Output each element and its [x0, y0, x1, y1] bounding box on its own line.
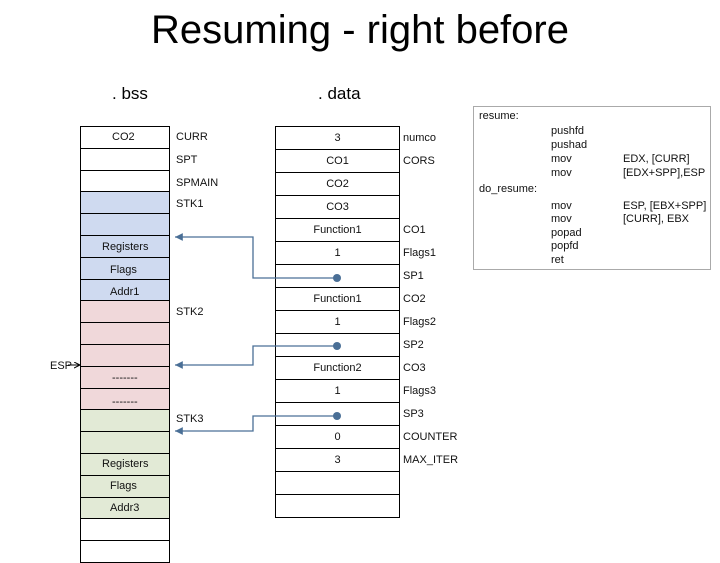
bss-header: . bss [112, 84, 148, 103]
asm-operand: [CURR], EBX [623, 213, 690, 225]
resume-label: resume: [479, 110, 519, 122]
slide-title: Resuming - right before [151, 8, 569, 52]
data-cell-value: 1 [334, 316, 341, 328]
sp1-pointer-arrow [175, 233, 337, 279]
data-right-label: COUNTER [403, 431, 458, 443]
data-cell-value: CO2 [326, 178, 349, 190]
resume-code-box [473, 106, 711, 270]
label-spmain: SPMAIN [176, 177, 219, 189]
data-cell-empty [275, 494, 400, 518]
data-cell: 1 [275, 379, 400, 403]
stack-cell [80, 540, 170, 563]
pointer-arrows [68, 233, 341, 435]
data-cell-value: 0 [334, 431, 341, 443]
asm-op: popad [551, 227, 582, 239]
data-cell: 3 [275, 126, 400, 150]
data-right-label: CO3 [403, 362, 426, 374]
data-right-label: SP2 [403, 339, 424, 351]
data-cell-value: CO1 [326, 155, 349, 167]
data-right-label: CORS [403, 155, 435, 167]
label-flags-bottom: Flags [110, 480, 137, 492]
sp3-pointer-arrow [175, 415, 337, 435]
data-cell-value: 1 [334, 385, 341, 397]
data-right-label: Flags1 [403, 247, 437, 259]
label-stk3: STK3 [176, 413, 204, 425]
label-addr3: Addr3 [110, 502, 140, 514]
asm-operand: [EDX+SPP],ESP [623, 167, 706, 179]
asm-operand: EDX, [CURR] [623, 153, 690, 165]
data-cell: CO2 [275, 172, 400, 196]
label-esp: ESP [50, 360, 73, 372]
data-cell-value: 3 [334, 454, 341, 466]
asm-op: mov [551, 213, 572, 225]
data-header: . data [318, 84, 361, 103]
sp2-pointer-arrow [175, 345, 337, 369]
data-right-label: Flags3 [403, 385, 437, 397]
label-co2: CO2 [112, 131, 135, 143]
asm-op: pushfd [551, 125, 585, 137]
asm-op: mov [551, 153, 572, 165]
data-cell-value: 3 [334, 132, 341, 144]
data-cell: 1 [275, 241, 400, 265]
label-stk2: STK2 [176, 306, 204, 318]
label-registers-top: Registers [102, 241, 149, 253]
label-registers-bottom: Registers [102, 458, 149, 470]
sp3-pointer-dot [333, 412, 341, 420]
data-right-label: SP3 [403, 408, 424, 420]
label-dashes-1: ------- [112, 372, 138, 384]
label-curr: CURR [176, 131, 208, 143]
data-right-label: SP1 [403, 270, 424, 282]
data-right-label: Flags2 [403, 316, 437, 328]
do-resume-label: do_resume: [479, 183, 538, 195]
asm-op: mov [551, 200, 572, 212]
label-flags-top: Flags [110, 264, 137, 276]
label-addr1: Addr1 [110, 286, 140, 298]
data-right-label: CO1 [403, 224, 426, 236]
data-cell-value: Function2 [313, 362, 362, 374]
data-right-label: MAX_ITER [403, 454, 459, 466]
asm-operand: ESP, [EBX+SPP] [623, 200, 707, 212]
label-stk1: STK1 [176, 198, 204, 210]
sp2-pointer-dot [333, 342, 341, 350]
asm-op: pushad [551, 139, 588, 151]
sp1-pointer-dot [333, 274, 341, 282]
asm-op: mov [551, 167, 572, 179]
label-dashes-2: ------- [112, 396, 138, 408]
data-cell-value: CO3 [326, 201, 349, 213]
data-cell-value: 1 [334, 247, 341, 259]
data-cell: CO1 [275, 149, 400, 173]
data-right-label: CO2 [403, 293, 426, 305]
data-right-label: numco [403, 132, 437, 144]
data-cell-value: Function1 [313, 293, 362, 305]
asm-op: popfd [551, 240, 579, 252]
label-spt: SPT [176, 154, 198, 166]
asm-op: ret [551, 254, 564, 266]
data-cell-value: Function1 [313, 224, 362, 236]
